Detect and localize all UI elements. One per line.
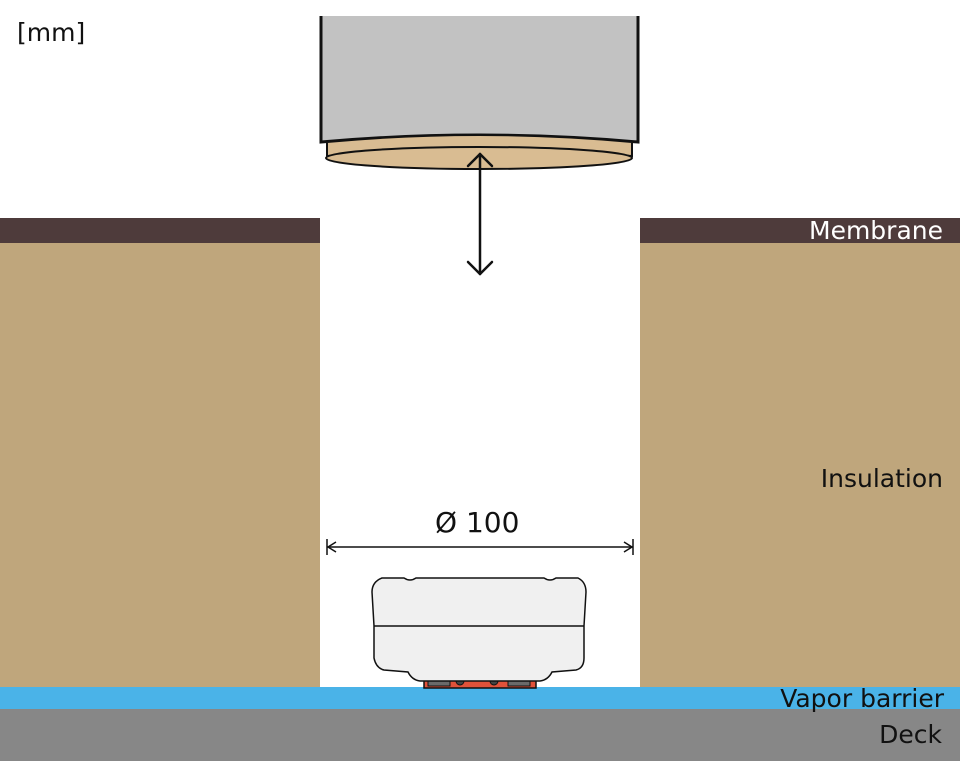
membrane-right <box>640 218 960 243</box>
core-drill <box>319 16 640 170</box>
drill-barrel <box>319 16 640 144</box>
insulation-left <box>0 243 320 687</box>
deck-layer <box>0 709 960 761</box>
insulation-label: Insulation <box>820 464 943 493</box>
double-arrow-vertical-icon <box>466 152 494 276</box>
deck-label: Deck <box>879 720 942 749</box>
membrane-label: Membrane <box>809 216 943 245</box>
vapor-barrier-layer <box>0 687 960 709</box>
vapor-barrier-label: Vapor barrier <box>780 684 944 713</box>
insulation-right <box>640 243 960 687</box>
diameter-label: Ø 100 <box>435 506 520 539</box>
sensor-body <box>371 577 587 682</box>
membrane-left <box>0 218 320 243</box>
sensor-device <box>371 577 587 689</box>
units-label: [mm] <box>17 18 86 47</box>
dimension-arrow-horizontal-icon <box>326 539 634 555</box>
